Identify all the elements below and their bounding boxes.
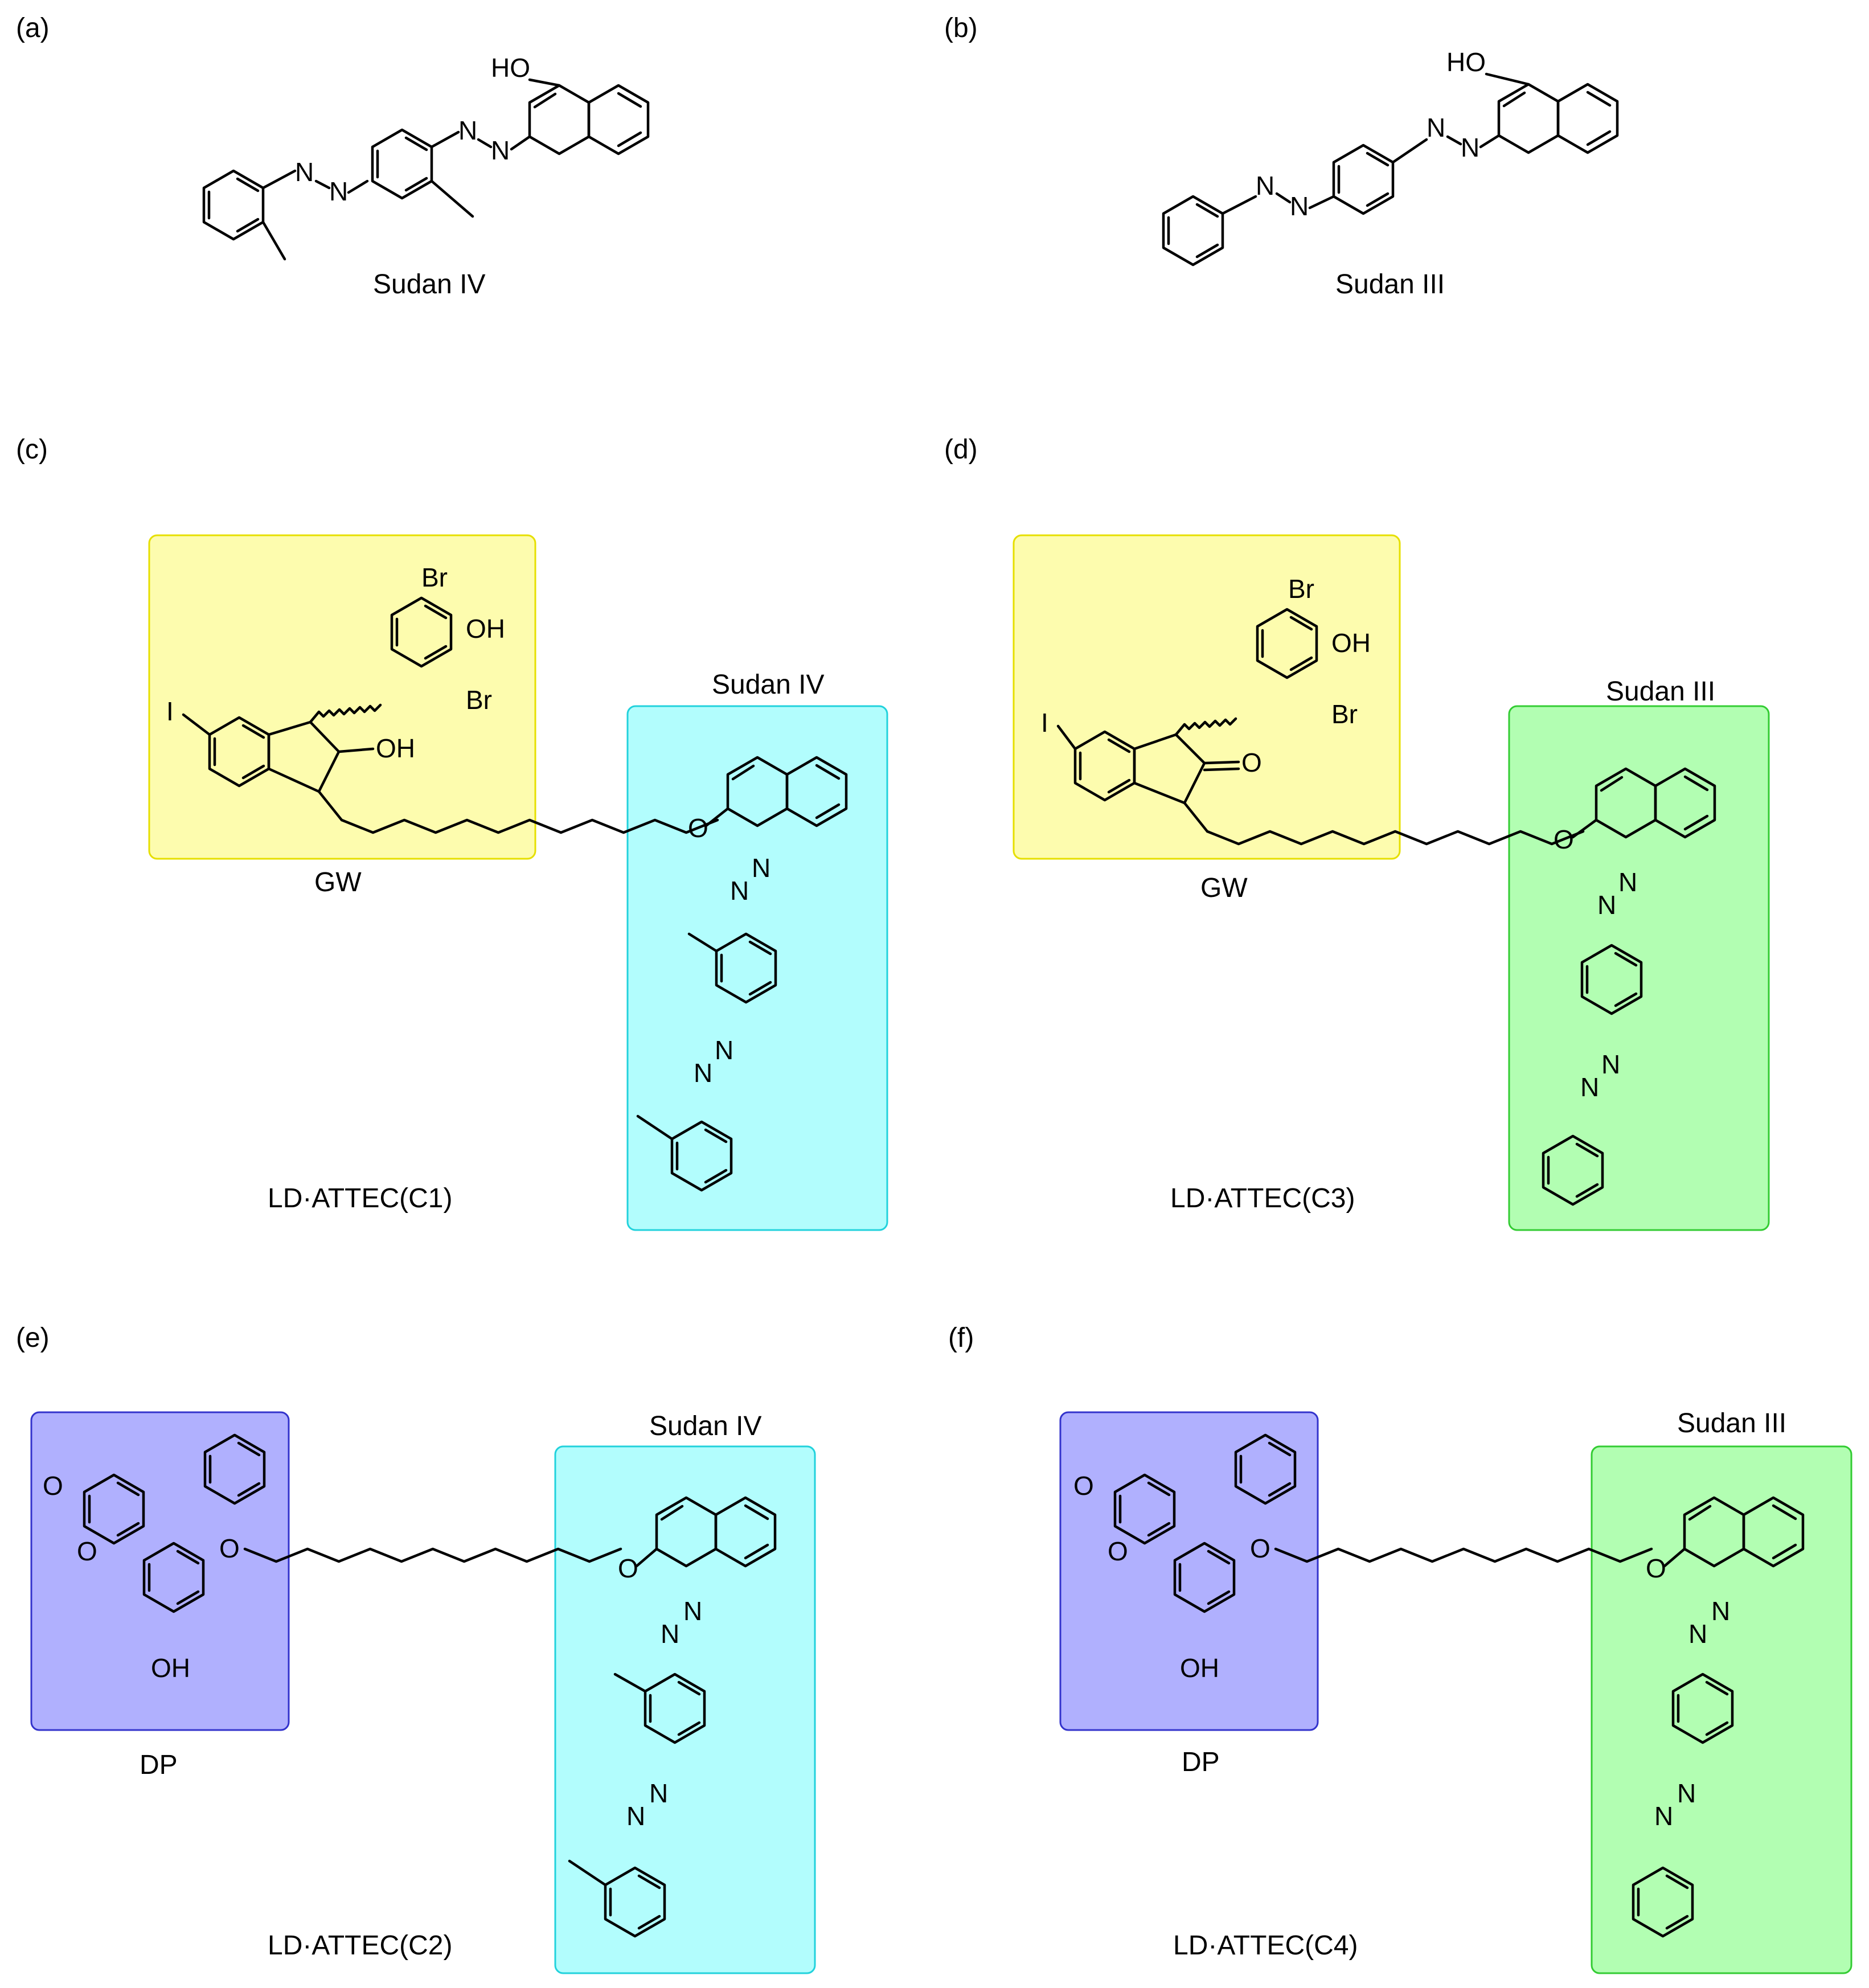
compound-name-d: LD·ATTEC(C3) <box>1170 1183 1355 1214</box>
svg-text:O: O <box>1250 1534 1270 1563</box>
svg-text:N: N <box>1711 1596 1730 1626</box>
compound-name-b: Sudan III <box>1335 269 1445 300</box>
fragment-label-dp: DP <box>140 1750 178 1780</box>
panel-f: (f) Sudan III DP O O OH O O N N N N LD·A… <box>948 1323 1852 1974</box>
svg-text:N: N <box>1618 867 1637 897</box>
fragment-label-gw: GW <box>314 867 362 897</box>
compound-name-f: LD·ATTEC(C4) <box>1173 1930 1358 1961</box>
svg-text:OH: OH <box>1180 1653 1219 1683</box>
panel-label-c: (c) <box>16 435 48 465</box>
panel-d: (d) Sudan III GW I O Br OH Br O N N N N … <box>944 435 1770 1231</box>
fragment-label-sudan: Sudan IV <box>649 1411 761 1441</box>
svg-text:N: N <box>1654 1801 1673 1831</box>
svg-text:N: N <box>1677 1778 1696 1808</box>
gw-fragment-box <box>148 534 536 860</box>
gw-fragment-box <box>1013 534 1401 860</box>
panel-e: (e) Sudan IV DP O O OH O O N N N N LD·AT… <box>16 1323 816 1974</box>
svg-text:O: O <box>1073 1471 1094 1501</box>
svg-text:O: O <box>1646 1553 1666 1583</box>
iodo-label: I <box>166 696 174 726</box>
central-ring <box>372 130 432 198</box>
bromo-label: Br <box>421 563 448 592</box>
hydroxyl-label: HO <box>1446 47 1486 77</box>
svg-text:N: N <box>1427 113 1445 142</box>
fragment-label-gw: GW <box>1200 873 1248 903</box>
azo-n: N <box>295 157 314 187</box>
svg-text:O: O <box>1108 1536 1128 1566</box>
svg-text:N: N <box>1597 890 1616 920</box>
svg-text:N: N <box>1461 133 1479 162</box>
svg-text:N: N <box>730 876 749 905</box>
tolyl-ring <box>204 171 263 239</box>
carbonyl-o: O <box>43 1471 63 1501</box>
methyl-bond <box>430 179 474 218</box>
compound-name-a: Sudan IV <box>373 269 485 300</box>
svg-text:N: N <box>1688 1619 1707 1649</box>
ether-o: O <box>219 1534 240 1563</box>
svg-text:O: O <box>618 1553 638 1583</box>
hydroxyl-label: OH <box>151 1653 190 1683</box>
svg-text:Br: Br <box>1331 699 1358 729</box>
sudan-fragment-box <box>1591 1445 1852 1974</box>
svg-text:OH: OH <box>466 614 505 643</box>
methyl-bond <box>261 220 286 261</box>
fragment-label-sudan: Sudan III <box>1606 677 1715 707</box>
ring-o: O <box>77 1536 97 1566</box>
compound-name-e: LD·ATTEC(C2) <box>268 1930 452 1961</box>
svg-text:N: N <box>752 853 770 883</box>
svg-text:N: N <box>683 1596 702 1626</box>
panel-label-a: (a) <box>16 13 50 43</box>
svg-text:N: N <box>1601 1050 1620 1079</box>
svg-text:I: I <box>1041 708 1048 737</box>
svg-text:N: N <box>458 116 477 145</box>
panel-label-f: (f) <box>948 1323 974 1353</box>
svg-text:O: O <box>1554 825 1574 854</box>
svg-text:N: N <box>329 177 348 206</box>
svg-text:N: N <box>661 1619 679 1649</box>
dp-fragment-box <box>30 1411 290 1731</box>
svg-text:Br: Br <box>1288 574 1314 604</box>
hydroxyl-label: OH <box>376 733 415 763</box>
sudan-fragment-box <box>554 1445 816 1974</box>
fragment-label-sudan: Sudan IV <box>712 670 824 700</box>
panel-c: (c) Sudan IV GW I OH Br OH Br O N N N N … <box>16 435 888 1231</box>
naphthol-rings <box>1499 84 1617 153</box>
phenyl-ring <box>1163 196 1223 265</box>
fragment-label-sudan: Sudan III <box>1677 1408 1786 1438</box>
ether-o: O <box>688 813 708 843</box>
compound-name-c: LD·ATTEC(C1) <box>268 1183 452 1214</box>
panel-label-e: (e) <box>16 1323 50 1353</box>
svg-text:N: N <box>715 1035 733 1065</box>
svg-text:OH: OH <box>1331 628 1371 658</box>
fragment-label-dp: DP <box>1182 1747 1220 1777</box>
carbonyl-o: O <box>1241 748 1262 777</box>
svg-text:N: N <box>1290 191 1309 221</box>
central-ring <box>1334 145 1393 214</box>
panel-label-b: (b) <box>944 13 978 43</box>
svg-text:N: N <box>694 1058 712 1088</box>
svg-text:Br: Br <box>466 685 492 715</box>
hydroxyl-label: HO <box>491 53 530 83</box>
panel-a: (a) N N N N HO Sudan IV <box>16 13 648 300</box>
svg-text:N: N <box>1256 171 1274 200</box>
panel-b: (b) N N N N HO Sudan III <box>944 13 1617 300</box>
panel-label-d: (d) <box>944 435 978 465</box>
svg-text:N: N <box>1580 1072 1599 1102</box>
naphthol-rings <box>530 85 648 154</box>
svg-text:N: N <box>649 1778 668 1808</box>
sudan-fragment-box <box>626 705 888 1231</box>
svg-text:N: N <box>491 136 510 165</box>
svg-text:N: N <box>626 1801 645 1831</box>
dp-fragment-box <box>1059 1411 1319 1731</box>
